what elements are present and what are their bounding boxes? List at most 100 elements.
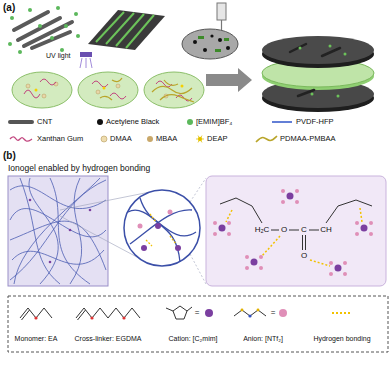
zoom-circle — [128, 210, 196, 236]
structure-egdma — [76, 308, 140, 320]
legend-text: PVDF-HFP — [296, 118, 334, 126]
gel-disks — [26, 82, 168, 98]
legend-sample-dot-beige — [101, 136, 107, 142]
slurry-disk — [217, 3, 226, 20]
molecular-panel — [206, 176, 386, 286]
legend-item: Cation: [C₂mim] — [168, 335, 217, 342]
atom-label: CH — [320, 226, 332, 234]
zoom-circle — [150, 214, 156, 222]
zoom-circle — [168, 210, 173, 215]
gel-disks — [92, 81, 108, 87]
structure-cation — [173, 306, 187, 319]
process-label: UV light — [46, 52, 71, 59]
ionic-liquid-dots — [60, 48, 64, 52]
molecular-panel — [226, 210, 232, 222]
molecular-panel — [271, 230, 279, 231]
structure-cation — [166, 308, 173, 311]
slurry-disk — [193, 40, 197, 44]
anion-clusters — [227, 221, 231, 225]
gel-disks — [96, 90, 100, 94]
molecular-panel — [262, 236, 280, 256]
structure-anion — [234, 309, 287, 318]
gel-disks — [164, 80, 178, 85]
zoom-circle — [140, 198, 180, 262]
panel-letter: (b) — [3, 151, 16, 161]
legend-sample-curve — [256, 136, 277, 142]
zoom-circle — [146, 214, 176, 246]
ionogel-cube — [10, 186, 106, 209]
uv-lamp — [80, 52, 92, 68]
ionogel-cube — [8, 176, 108, 286]
anion-clusters — [287, 193, 294, 200]
gel-disks — [152, 86, 192, 93]
gel-disks — [26, 84, 30, 88]
gel-disks — [12, 72, 72, 108]
legend-sample-dot-black — [97, 119, 103, 125]
cnt-film — [116, 14, 144, 46]
anion-clusters — [355, 232, 359, 236]
gel-disks — [24, 90, 40, 98]
zoom-circle — [141, 245, 147, 251]
stacked-device — [299, 45, 347, 98]
anion-clusters — [245, 266, 249, 270]
anion-clusters — [329, 261, 333, 265]
anion-clusters — [295, 189, 299, 193]
anion-clusters — [259, 266, 263, 270]
legend-sample-line — [272, 121, 292, 123]
gel-disks — [42, 94, 46, 98]
slurry-disk — [182, 3, 238, 59]
stacked-device — [290, 44, 306, 52]
anion-clusters — [343, 272, 347, 276]
anion-clusters — [295, 200, 299, 204]
zoom-lines — [60, 178, 206, 284]
cnt-film — [96, 12, 154, 48]
structure-anion — [279, 309, 287, 317]
anion-clusters — [219, 225, 226, 232]
anion-clusters — [355, 221, 359, 225]
anion-clusters — [369, 232, 373, 236]
legend-text: Cation: [C₂mim] — [168, 335, 217, 342]
legend-item: Xanthan Gum — [37, 135, 83, 143]
zoom-circle — [175, 245, 181, 251]
anion-clusters — [251, 259, 258, 266]
molecular-panel — [220, 198, 372, 250]
gel-disks — [35, 89, 38, 92]
gel-disks — [144, 72, 204, 108]
anion-clusters — [335, 265, 342, 272]
uv-lamp — [90, 58, 92, 68]
ionic-liquid-dots — [50, 36, 54, 40]
molecular-panel — [220, 198, 262, 223]
anion-clusters — [281, 189, 285, 193]
legend-sample-dot-beige — [101, 136, 107, 142]
panel-letter: (a) — [3, 3, 15, 13]
structure-egdma — [76, 308, 140, 318]
anion-clusters — [281, 200, 285, 204]
zoom-circle — [146, 240, 152, 246]
slurry-disk — [215, 49, 221, 52]
legend-text: Anion: [NTf₂] — [243, 335, 283, 342]
structure-egdma — [90, 316, 93, 319]
gel-disks — [112, 78, 122, 82]
ionogel-cube — [70, 178, 82, 284]
gel-disks — [116, 84, 120, 88]
molecular-panel — [206, 176, 386, 286]
ionogel-cube — [49, 261, 52, 264]
slurry-disk — [210, 34, 213, 37]
ionic-liquid-dots — [56, 6, 60, 10]
stacked-device — [337, 95, 340, 98]
molecular-panel — [226, 208, 362, 266]
legend-text: DMAA — [110, 135, 132, 143]
zoom-circle — [138, 210, 173, 229]
cnt-film — [126, 15, 154, 48]
legend-item: DEAP — [207, 135, 227, 143]
structure-anion — [257, 309, 260, 312]
slurry-disk — [198, 36, 204, 39]
cnt-film — [88, 10, 165, 50]
legend-frame — [8, 296, 388, 352]
legend-text: Hydrogen bonding — [313, 335, 370, 342]
atom-label: O — [281, 226, 287, 234]
legend-sample-curve — [256, 136, 277, 142]
structure-egdma — [78, 310, 86, 320]
stacked-device — [262, 36, 374, 64]
